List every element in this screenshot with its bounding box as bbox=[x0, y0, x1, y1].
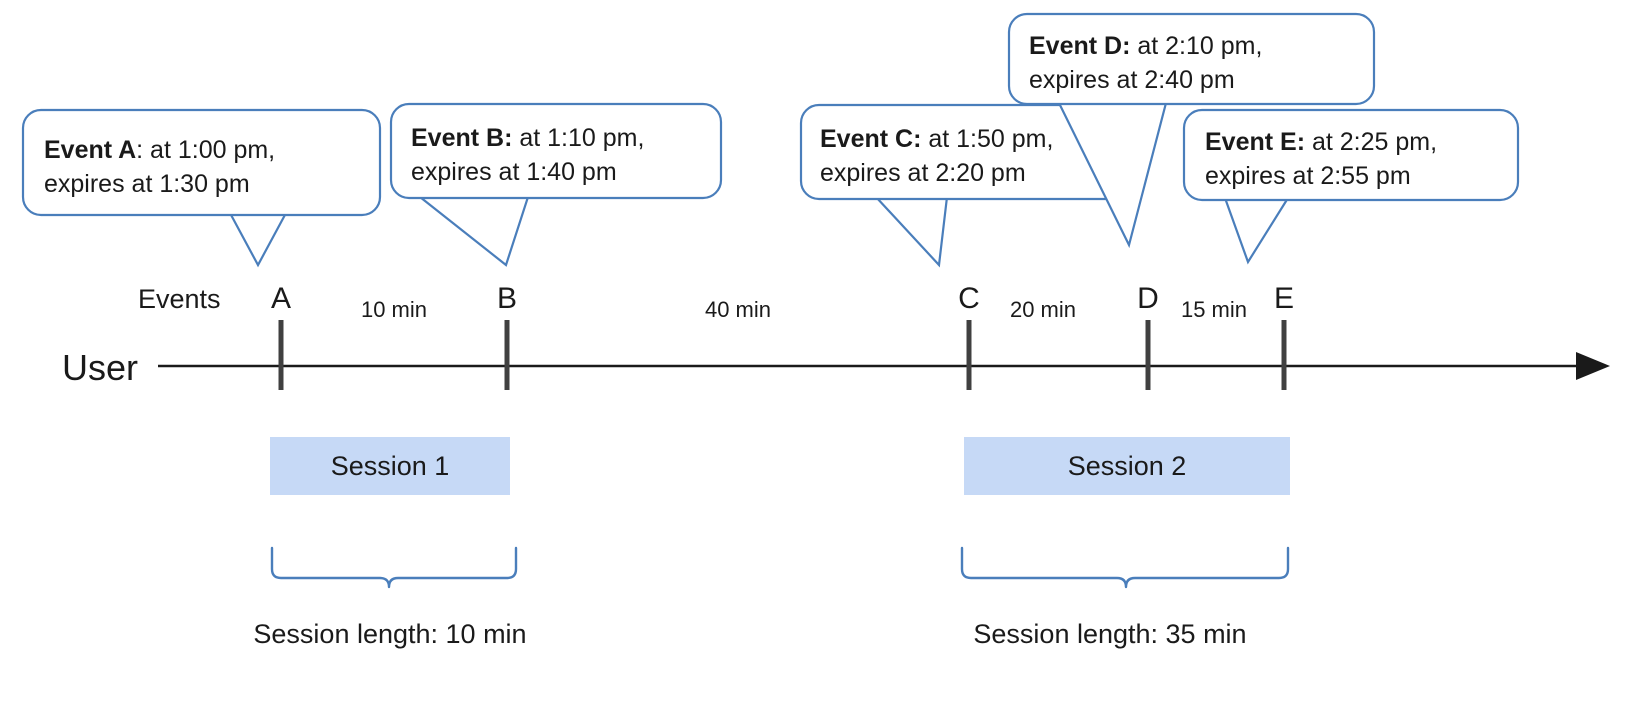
callout-e-tail bbox=[1223, 196, 1290, 265]
callout-a-tail bbox=[228, 211, 288, 268]
callout-d-line2: expires at 2:40 pm bbox=[1029, 66, 1235, 94]
event-letter-c: C bbox=[958, 282, 980, 315]
callout-b-line1: Event B: at 1:10 pm, bbox=[411, 124, 644, 152]
session-1-caption: Session length: 10 min bbox=[253, 619, 526, 649]
callout-e-line2: expires at 2:55 pm bbox=[1205, 162, 1411, 190]
callout-d-line1: Event D: at 2:10 pm, bbox=[1029, 32, 1262, 60]
timeline-arrow-icon bbox=[1576, 352, 1610, 380]
callout-a-box bbox=[21, 108, 382, 217]
gap-label-a-b: 10 min bbox=[361, 297, 427, 322]
actor-label-user: User bbox=[62, 347, 138, 388]
callout-c-rest: at 1:50 pm, bbox=[921, 125, 1053, 153]
callout-b-tail bbox=[416, 195, 530, 267]
callout-event-e: Event E: at 2:25 pm, expires at 2:55 pm bbox=[1182, 108, 1520, 265]
callout-event-a: Event A: at 1:00 pm, expires at 1:30 pm bbox=[21, 108, 382, 268]
session-1-brace bbox=[270, 546, 518, 589]
callout-event-b: Event B: at 1:10 pm, expires at 1:40 pm bbox=[389, 102, 723, 267]
callout-c-line1: Event C: at 1:50 pm, bbox=[820, 125, 1053, 153]
callout-c-line2: expires at 2:20 pm bbox=[820, 159, 1026, 187]
events-row-label: Events bbox=[138, 284, 221, 314]
callout-event-c: Event C: at 1:50 pm, expires at 2:20 pm bbox=[799, 103, 1137, 268]
event-letter-d: D bbox=[1137, 282, 1159, 315]
event-letter-e: E bbox=[1274, 282, 1294, 315]
session-2-bar bbox=[964, 437, 1290, 495]
callout-e-line1: Event E: at 2:25 pm, bbox=[1205, 128, 1437, 156]
callout-a-rest: at 1:00 pm, bbox=[143, 136, 275, 164]
event-letter-b: B bbox=[497, 282, 517, 315]
session-2-caption: Session length: 35 min bbox=[973, 619, 1246, 649]
callout-a-lead: Event A bbox=[44, 136, 136, 164]
callout-e-box bbox=[1182, 108, 1520, 202]
callout-b-rest: at 1:10 pm, bbox=[512, 124, 644, 152]
session-2-label: Session 2 bbox=[1068, 451, 1187, 481]
callout-c-lead: Event C: bbox=[820, 125, 921, 153]
callout-a-line2: expires at 1:30 pm bbox=[44, 170, 250, 198]
gap-label-b-c: 40 min bbox=[705, 297, 771, 322]
callout-d-box bbox=[1007, 12, 1376, 106]
callout-b-line2: expires at 1:40 pm bbox=[411, 158, 617, 186]
callout-a-line1: Event A: at 1:00 pm, bbox=[44, 136, 275, 164]
gap-label-c-d: 20 min bbox=[1010, 297, 1076, 322]
session-2: Session 2 Session length: 35 min bbox=[960, 437, 1290, 649]
callout-e-lead: Event E: bbox=[1205, 128, 1305, 156]
callout-b-lead: Event B: bbox=[411, 124, 512, 152]
callout-event-d: Event D: at 2:10 pm, expires at 2:40 pm bbox=[1007, 12, 1376, 249]
callout-a-sep: : bbox=[136, 136, 143, 164]
event-letter-a: A bbox=[271, 282, 291, 315]
callout-d-rest: at 2:10 pm, bbox=[1130, 32, 1262, 60]
session-1: Session 1 Session length: 10 min bbox=[253, 437, 527, 649]
session-1-bar bbox=[270, 437, 510, 495]
session-1-label: Session 1 bbox=[331, 451, 450, 481]
session-2-brace bbox=[960, 546, 1290, 589]
gap-label-d-e: 15 min bbox=[1181, 297, 1247, 322]
callout-d-lead: Event D: bbox=[1029, 32, 1130, 60]
callout-e-rest: at 2:25 pm, bbox=[1305, 128, 1437, 156]
callout-c-tail bbox=[873, 195, 949, 268]
callout-b-box bbox=[389, 102, 723, 200]
